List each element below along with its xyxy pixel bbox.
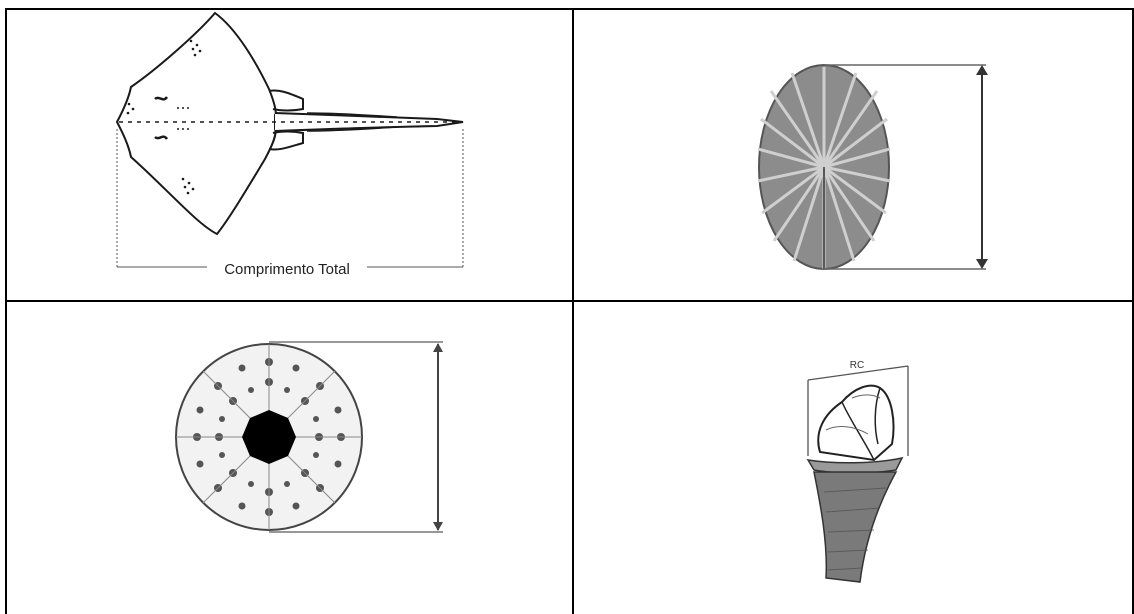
panel-ray: Comprimento Total <box>7 9 572 300</box>
table-border-row <box>5 300 1134 302</box>
ray-length-label: Comprimento Total <box>224 261 350 278</box>
table-border-left <box>5 8 7 614</box>
sea-urchin-icon <box>7 302 572 614</box>
barnacle-rc-label: RC <box>850 360 864 371</box>
panel-scallop <box>574 9 1133 300</box>
panel-barnacle: RC <box>574 302 1133 614</box>
table-border-top <box>5 8 1134 10</box>
panel-sea-urchin <box>7 302 572 614</box>
scallop-shell-icon <box>574 9 1133 300</box>
ray-icon: Comprimento Total <box>7 9 572 300</box>
table-border-middle <box>572 8 574 614</box>
goose-barnacle-icon: RC <box>574 302 1133 614</box>
